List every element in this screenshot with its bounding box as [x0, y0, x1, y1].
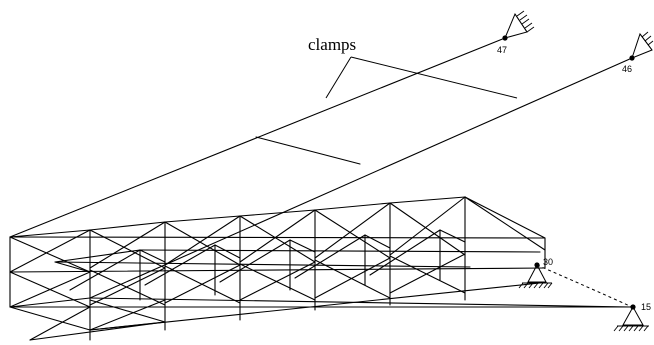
pin-triangle-icon — [527, 263, 547, 283]
support-30: 30 — [518, 257, 553, 289]
truss-frame — [9, 196, 633, 341]
clamp-members — [9, 37, 633, 299]
pin-triangle-icon — [622, 305, 644, 326]
ground-hatch-icon — [613, 325, 649, 332]
node-dot-46 — [629, 55, 635, 61]
ground-hatch-icon — [518, 282, 553, 289]
support-link-dashed — [536, 264, 633, 308]
support-47: 47 — [497, 10, 535, 55]
callout-leader-left — [325, 56, 352, 99]
clamp-member-46 — [89, 57, 633, 299]
clamps-callout: clamps — [308, 35, 518, 99]
node-dot-15 — [630, 304, 636, 310]
support-15: 15 — [613, 302, 651, 332]
node-dot-30 — [534, 262, 540, 268]
clamps-label: clamps — [308, 35, 356, 54]
callout-leader-right — [350, 56, 518, 99]
node-label-46: 46 — [622, 64, 632, 74]
ground-hatch-icon — [639, 31, 654, 51]
support-46: 46 — [622, 31, 654, 74]
clamp-cross-member — [255, 136, 361, 165]
node-dot-47 — [502, 35, 508, 41]
node-label-15: 15 — [641, 302, 651, 312]
ground-hatch-icon — [514, 10, 535, 33]
node-label-30: 30 — [543, 257, 553, 267]
node-label-47: 47 — [497, 45, 507, 55]
